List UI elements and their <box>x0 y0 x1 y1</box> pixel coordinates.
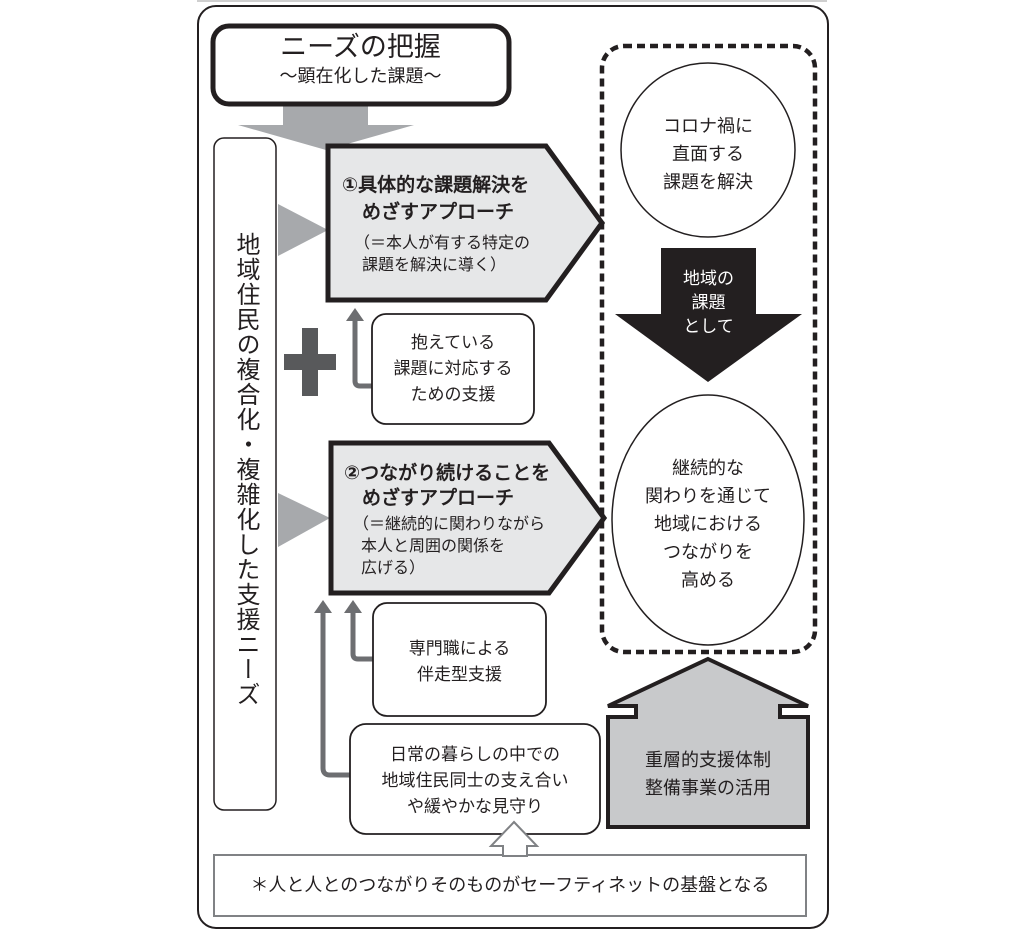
support1-line2: 課題に対応する <box>393 359 513 379</box>
support2-box <box>372 602 547 717</box>
approach2-title-line2: めざすアプローチ <box>362 487 515 509</box>
approach2-title-line1: ②つながり続けることを <box>344 462 551 484</box>
support3-connector-arrow-icon <box>320 612 350 778</box>
approach1-title-line1: ①具体的な課題解決を <box>342 174 530 196</box>
support2-arrowhead-icon <box>344 600 362 613</box>
circle1-line2: 直面する <box>672 144 744 165</box>
support3-line2: 地域住民同士の支え合い <box>381 771 569 791</box>
down-arrow-line3: として <box>683 317 734 337</box>
approach2-desc-line3: 広げる） <box>361 558 426 577</box>
circle1-line1: コロナ禍に <box>663 116 753 137</box>
approach1-shape <box>325 143 606 303</box>
circle2-line3: 地域における <box>654 514 762 535</box>
circle2-line2: 関わりを通じて <box>645 486 771 507</box>
needs-title: ニーズの把握 <box>280 32 441 63</box>
circle2-line5: 高める <box>681 570 735 591</box>
community-dashed-container <box>599 43 818 655</box>
support1-arrowhead-icon <box>346 308 364 321</box>
support3-line1: 日常の暮らしの中での <box>390 745 560 765</box>
down-arrow-line1: 地域の <box>683 269 734 289</box>
down-arrow-line2: 課題 <box>691 293 726 313</box>
support3-box <box>349 723 601 835</box>
support1-box <box>371 313 535 425</box>
covid-challenge-circle <box>620 62 796 238</box>
support3-arrowhead-icon <box>314 600 332 613</box>
multilayer-support-house <box>606 656 810 829</box>
top-rule <box>197 0 827 2</box>
complex-needs-panel <box>213 137 277 811</box>
complex-needs-label: 地域住民の複合化・複雑化した支援ニーズ <box>232 232 260 707</box>
approach1-desc-line2: 課題を解決に導く） <box>362 255 507 274</box>
needs-to-approach2-arrow-icon <box>278 493 330 547</box>
approach2-shape <box>328 440 608 596</box>
support2-line2: 伴走型支援 <box>417 665 502 685</box>
needs-down-arrow <box>238 106 414 150</box>
plus-icon <box>284 328 336 396</box>
community-issue-down-arrow <box>615 248 802 382</box>
house-line2: 整備事業の活用 <box>645 778 771 799</box>
support3-line3: や緩やかな見守り <box>407 797 543 817</box>
approach1-desc-line1: （＝本人が有する特定の <box>354 233 531 252</box>
approach2-desc-line2: 本人と周囲の関係を <box>361 536 506 555</box>
footer-up-arrow <box>488 820 540 857</box>
support1-line1: 抱えている <box>410 333 496 353</box>
needs-title-box <box>210 23 512 107</box>
circle1-line3: 課題を解決 <box>663 172 753 193</box>
approach2-desc-line1: （＝継続的に関わりながら <box>353 514 546 533</box>
needs-to-approach1-arrow-icon <box>278 204 328 256</box>
support1-line3: ための支援 <box>410 385 496 405</box>
support1-connector-arrow-icon <box>352 318 372 389</box>
approach1-title-line2: めざすアプローチ <box>362 201 515 223</box>
circle2-line4: つながりを <box>663 542 753 563</box>
support2-connector-arrow-icon <box>350 612 374 662</box>
footer-note: ＊人と人とのつながりそのものがセーフティネットの基盤となる <box>250 875 770 896</box>
community-connection-circle <box>611 394 805 646</box>
house-line1: 重層的支援体制 <box>645 750 771 771</box>
support2-line1: 専門職による <box>408 639 511 659</box>
needs-subtitle: ～顕在化した課題～ <box>279 66 442 87</box>
circle2-line1: 継続的な <box>672 458 744 479</box>
footer-box <box>213 854 807 917</box>
